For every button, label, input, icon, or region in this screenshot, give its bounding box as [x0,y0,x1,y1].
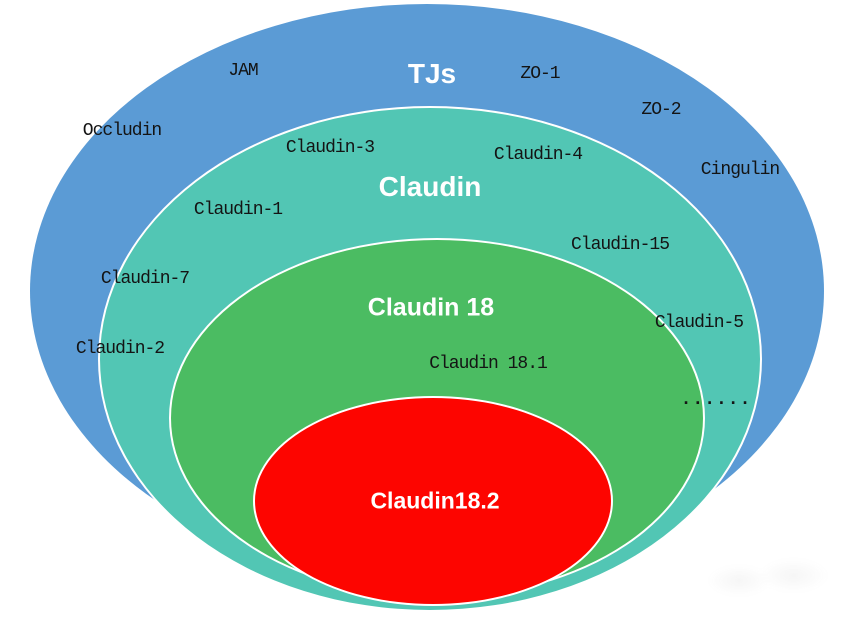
member-label-claudin-5: Claudin-5 [654,313,744,333]
member-label-claudin-15: Claudin-15 [570,235,670,255]
ring-title-tjs: TJs [407,58,457,89]
member-label-claudin-2: Claudin-2 [75,339,165,359]
ellipse-claudin-18-2 [253,396,613,606]
member-label-zo-2: ZO-2 [641,100,681,120]
ring-title-claudin-18-2: Claudin18.2 [370,487,500,514]
member-label-occludin: Occludin [82,121,162,141]
watermark [700,552,830,604]
member-label-cingulin: Cingulin [700,160,780,180]
member-label-claudin-3: Claudin-3 [285,138,375,158]
member-label-claudin-1: Claudin-1 [193,200,283,220]
ring-title-claudin-18: Claudin 18 [367,293,495,322]
member-label-jam: JAM [228,61,258,81]
member-label-claudin-18-1: Claudin 18.1 [429,354,548,374]
member-label-claudin-4: Claudin-4 [493,145,583,165]
member-label-ellipsis: ...... [680,390,752,410]
member-label-zo-1: ZO-1 [520,64,560,84]
member-label-claudin-7: Claudin-7 [100,269,190,289]
ring-title-claudin: Claudin [378,171,482,202]
